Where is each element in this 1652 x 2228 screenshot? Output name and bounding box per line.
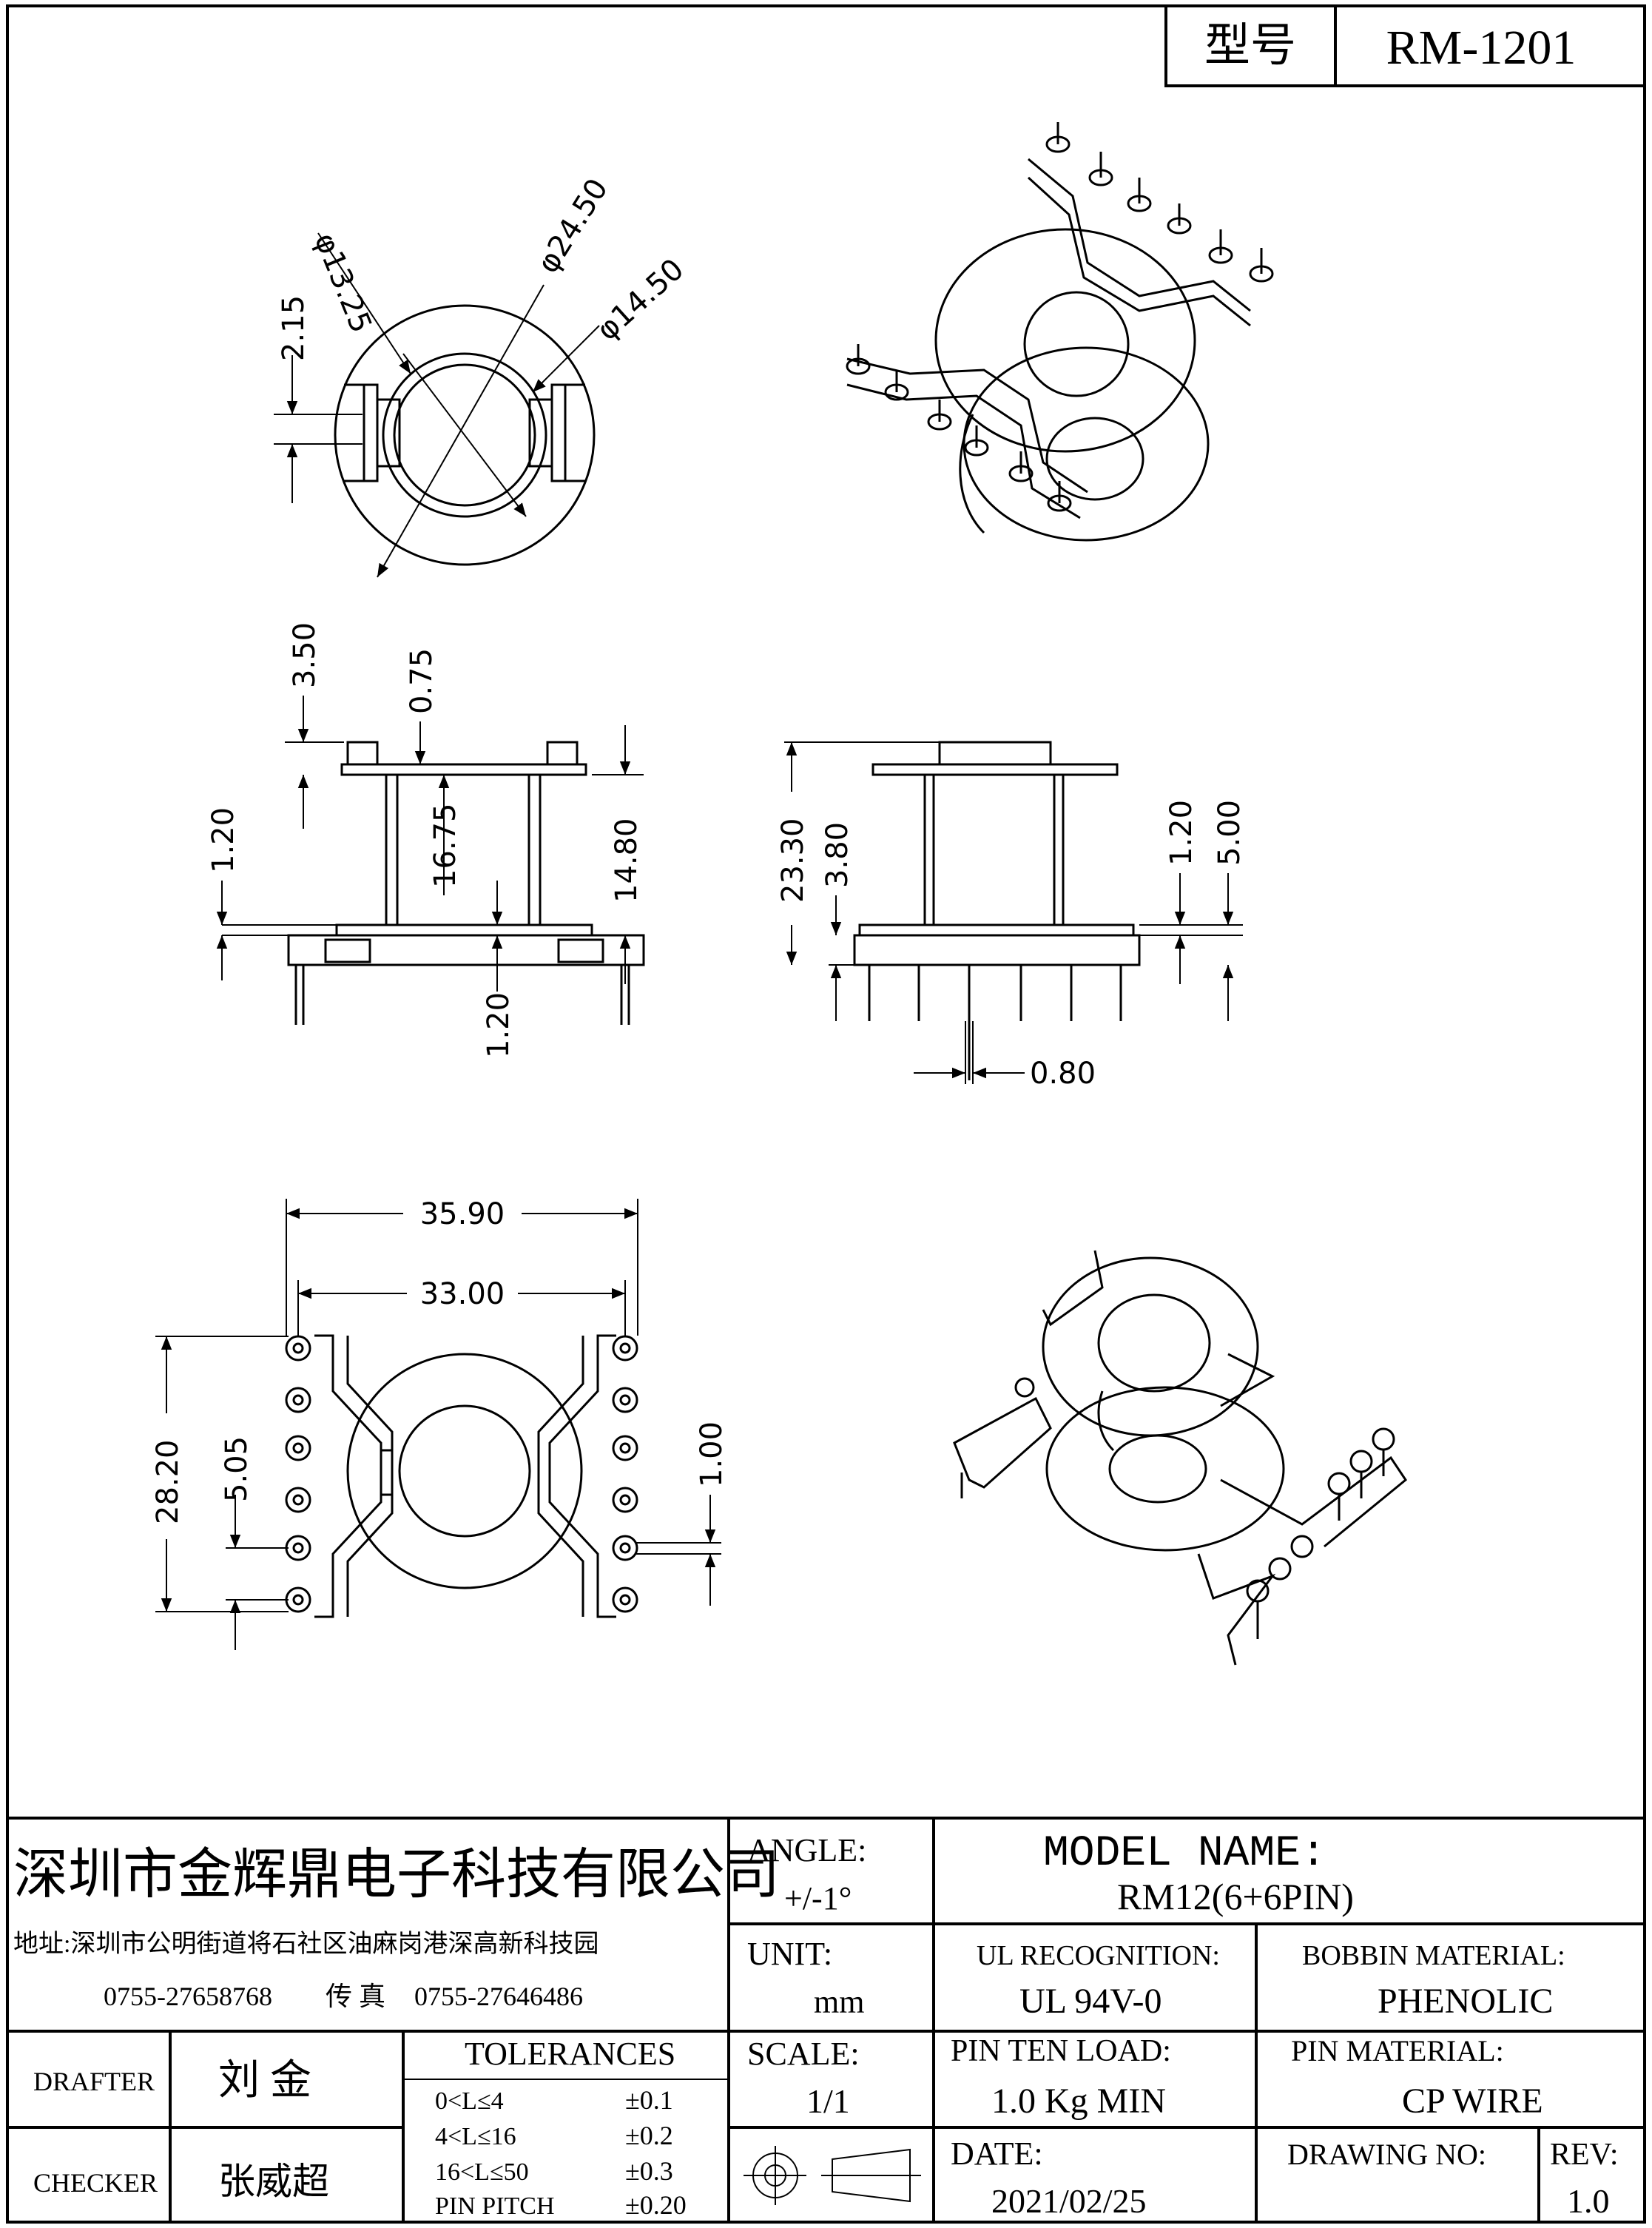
- dim-d13-25: φ13.25: [308, 229, 378, 338]
- dim-3-80: 3.80: [820, 822, 854, 888]
- tol-range-3: PIN PITCH: [435, 2192, 555, 2220]
- side-view: 23.30 3.80 1.20 5.00 0.80: [776, 741, 1247, 1091]
- pin-material-value: CP WIRE: [1402, 2081, 1543, 2121]
- angle-label: ANGLE:: [747, 1832, 866, 1868]
- dim-3-50: 3.50: [288, 622, 322, 688]
- dim-35-90: 35.90: [420, 1197, 505, 1231]
- drawing-no-label: DRAWING NO:: [1287, 2138, 1486, 2171]
- dim-33-00: 33.00: [420, 1277, 505, 1311]
- model-header-box: 型号 RM-1201: [1164, 4, 1646, 87]
- checker-name: 张威超: [218, 2161, 329, 2202]
- unit-value: mm: [814, 1984, 864, 2020]
- pin-load-value: 1.0 Kg MIN: [991, 2081, 1166, 2121]
- sheet-border: [6, 4, 1646, 2224]
- dim-14-80: 14.80: [610, 818, 644, 903]
- dim-d24-50: φ24.50: [530, 172, 615, 279]
- front-view: 3.50 0.75 16.75 14.80 1.20 1.20: [206, 622, 645, 1058]
- dim-d14-50: φ14.50: [590, 252, 690, 347]
- tol-range-0: 0<L≤4: [435, 2087, 504, 2115]
- type-label: 型号: [1204, 21, 1296, 71]
- dim-2-15: 2.15: [277, 295, 311, 361]
- dim-0-80: 0.80: [1030, 1057, 1096, 1091]
- pin-material-label: PIN MATERIAL:: [1291, 2034, 1504, 2067]
- tol-value-1: ±0.2: [625, 2121, 673, 2150]
- angle-value: +/-1°: [784, 1880, 852, 1916]
- tol-range-1: 4<L≤16: [435, 2123, 516, 2150]
- bottom-view: 35.90 33.00 28.20 5.05 1.00: [151, 1197, 729, 1650]
- model-name-value: RM12(6+6PIN): [1117, 1876, 1354, 1917]
- dim-1-20-side: 1.20: [1164, 800, 1198, 866]
- company-name: 深圳市金辉鼎电子科技有限公司: [13, 1845, 780, 1905]
- dim-16-75: 16.75: [428, 803, 462, 888]
- tol-value-2: ±0.3: [625, 2156, 673, 2186]
- tol-range-2: 16<L≤50: [435, 2158, 529, 2186]
- bobbin-material-label: BOBBIN MATERIAL:: [1302, 1940, 1565, 1971]
- scale-label: SCALE:: [747, 2036, 860, 2072]
- company-fax: 0755-27646486: [414, 1982, 583, 2011]
- title-block: 深圳市金辉鼎电子科技有限公司 地址:深圳市公明街道将石社区油麻岗港深高新科技园 …: [7, 1817, 1645, 2222]
- dim-1-00: 1.00: [695, 1421, 729, 1487]
- dim-5-05: 5.05: [220, 1436, 254, 1502]
- ul-recognition-label: UL RECOGNITION:: [977, 1940, 1220, 1971]
- tolerances-label: TOLERANCES: [465, 2036, 675, 2072]
- projection-symbol: [744, 2146, 921, 2205]
- dim-1-20-left: 1.20: [206, 807, 240, 873]
- tol-value-3: ±0.20: [625, 2190, 687, 2220]
- date-label: DATE:: [951, 2136, 1043, 2172]
- pin-load-label: PIN TEN LOAD:: [951, 2034, 1171, 2068]
- date-value: 2021/02/25: [991, 2182, 1147, 2220]
- ul-recognition-value: UL 94V-0: [1019, 1982, 1162, 2021]
- dim-5-00: 5.00: [1213, 800, 1247, 866]
- unit-label: UNIT:: [747, 1936, 832, 1972]
- drafter-label: DRAFTER: [33, 2067, 155, 2096]
- rev-value: 1.0: [1567, 2182, 1610, 2220]
- checker-label: CHECKER: [33, 2168, 158, 2198]
- company-address: 地址:深圳市公明街道将石社区油麻岗港深高新科技园: [13, 1930, 599, 1958]
- isometric-view-bottom: [953, 1250, 1408, 1666]
- isometric-view-top: [846, 122, 1274, 542]
- tol-value-0: ±0.1: [625, 2085, 673, 2115]
- model-code: RM-1201: [1386, 21, 1577, 75]
- dim-0-75: 0.75: [405, 648, 439, 714]
- company-phone: 0755-27658768: [104, 1982, 272, 2011]
- dim-23-30: 23.30: [776, 818, 810, 903]
- dim-1-20-bottom: 1.20: [482, 992, 516, 1058]
- fax-label: 传 真: [326, 1982, 385, 2011]
- scale-value: 1/1: [806, 2082, 850, 2120]
- drafter-name: 刘 金: [218, 2058, 311, 2104]
- rev-label: REV:: [1550, 2138, 1619, 2172]
- bobbin-material-value: PHENOLIC: [1378, 1982, 1553, 2021]
- model-name-label: MODEL NAME:: [1043, 1830, 1326, 1878]
- dim-28-20: 28.20: [151, 1439, 185, 1524]
- top-view: 2.15 φ13.25 φ24.50 φ14.50: [274, 172, 690, 578]
